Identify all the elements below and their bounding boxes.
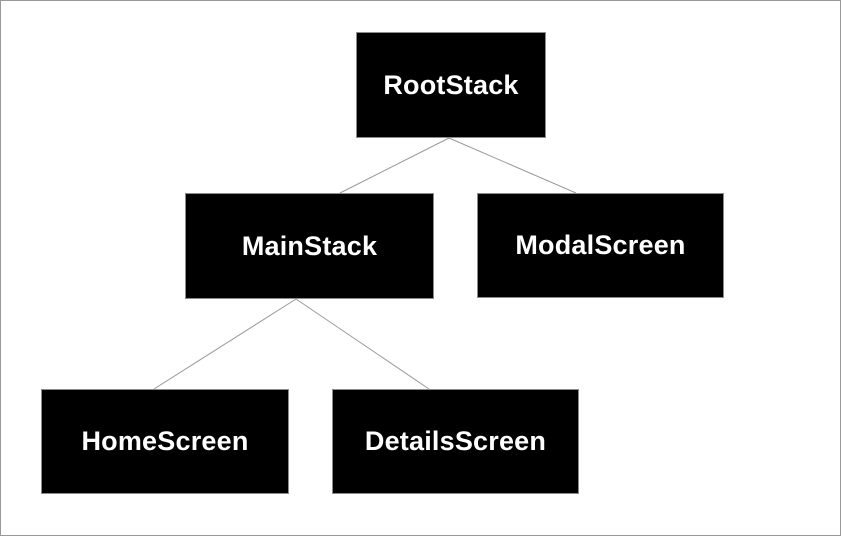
node-detailsscreen: DetailsScreen [332,389,579,494]
node-detailsscreen-label: DetailsScreen [364,426,547,456]
node-modalscreen: ModalScreen [477,193,724,298]
edge-mainstack-homescreen [153,298,297,390]
edge-mainstack-detailsscreen [295,298,430,390]
node-homescreen: HomeScreen [41,389,289,494]
node-rootstack: RootStack [356,32,546,138]
edge-rootstack-modalscreen [448,137,577,194]
node-mainstack-label: MainStack [241,230,378,261]
node-rootstack-label: RootStack [383,69,519,100]
node-homescreen-label: HomeScreen [81,426,249,456]
node-mainstack: MainStack [185,193,434,299]
edge-rootstack-mainstack [339,137,450,194]
node-modalscreen-label: ModalScreen [515,230,686,260]
